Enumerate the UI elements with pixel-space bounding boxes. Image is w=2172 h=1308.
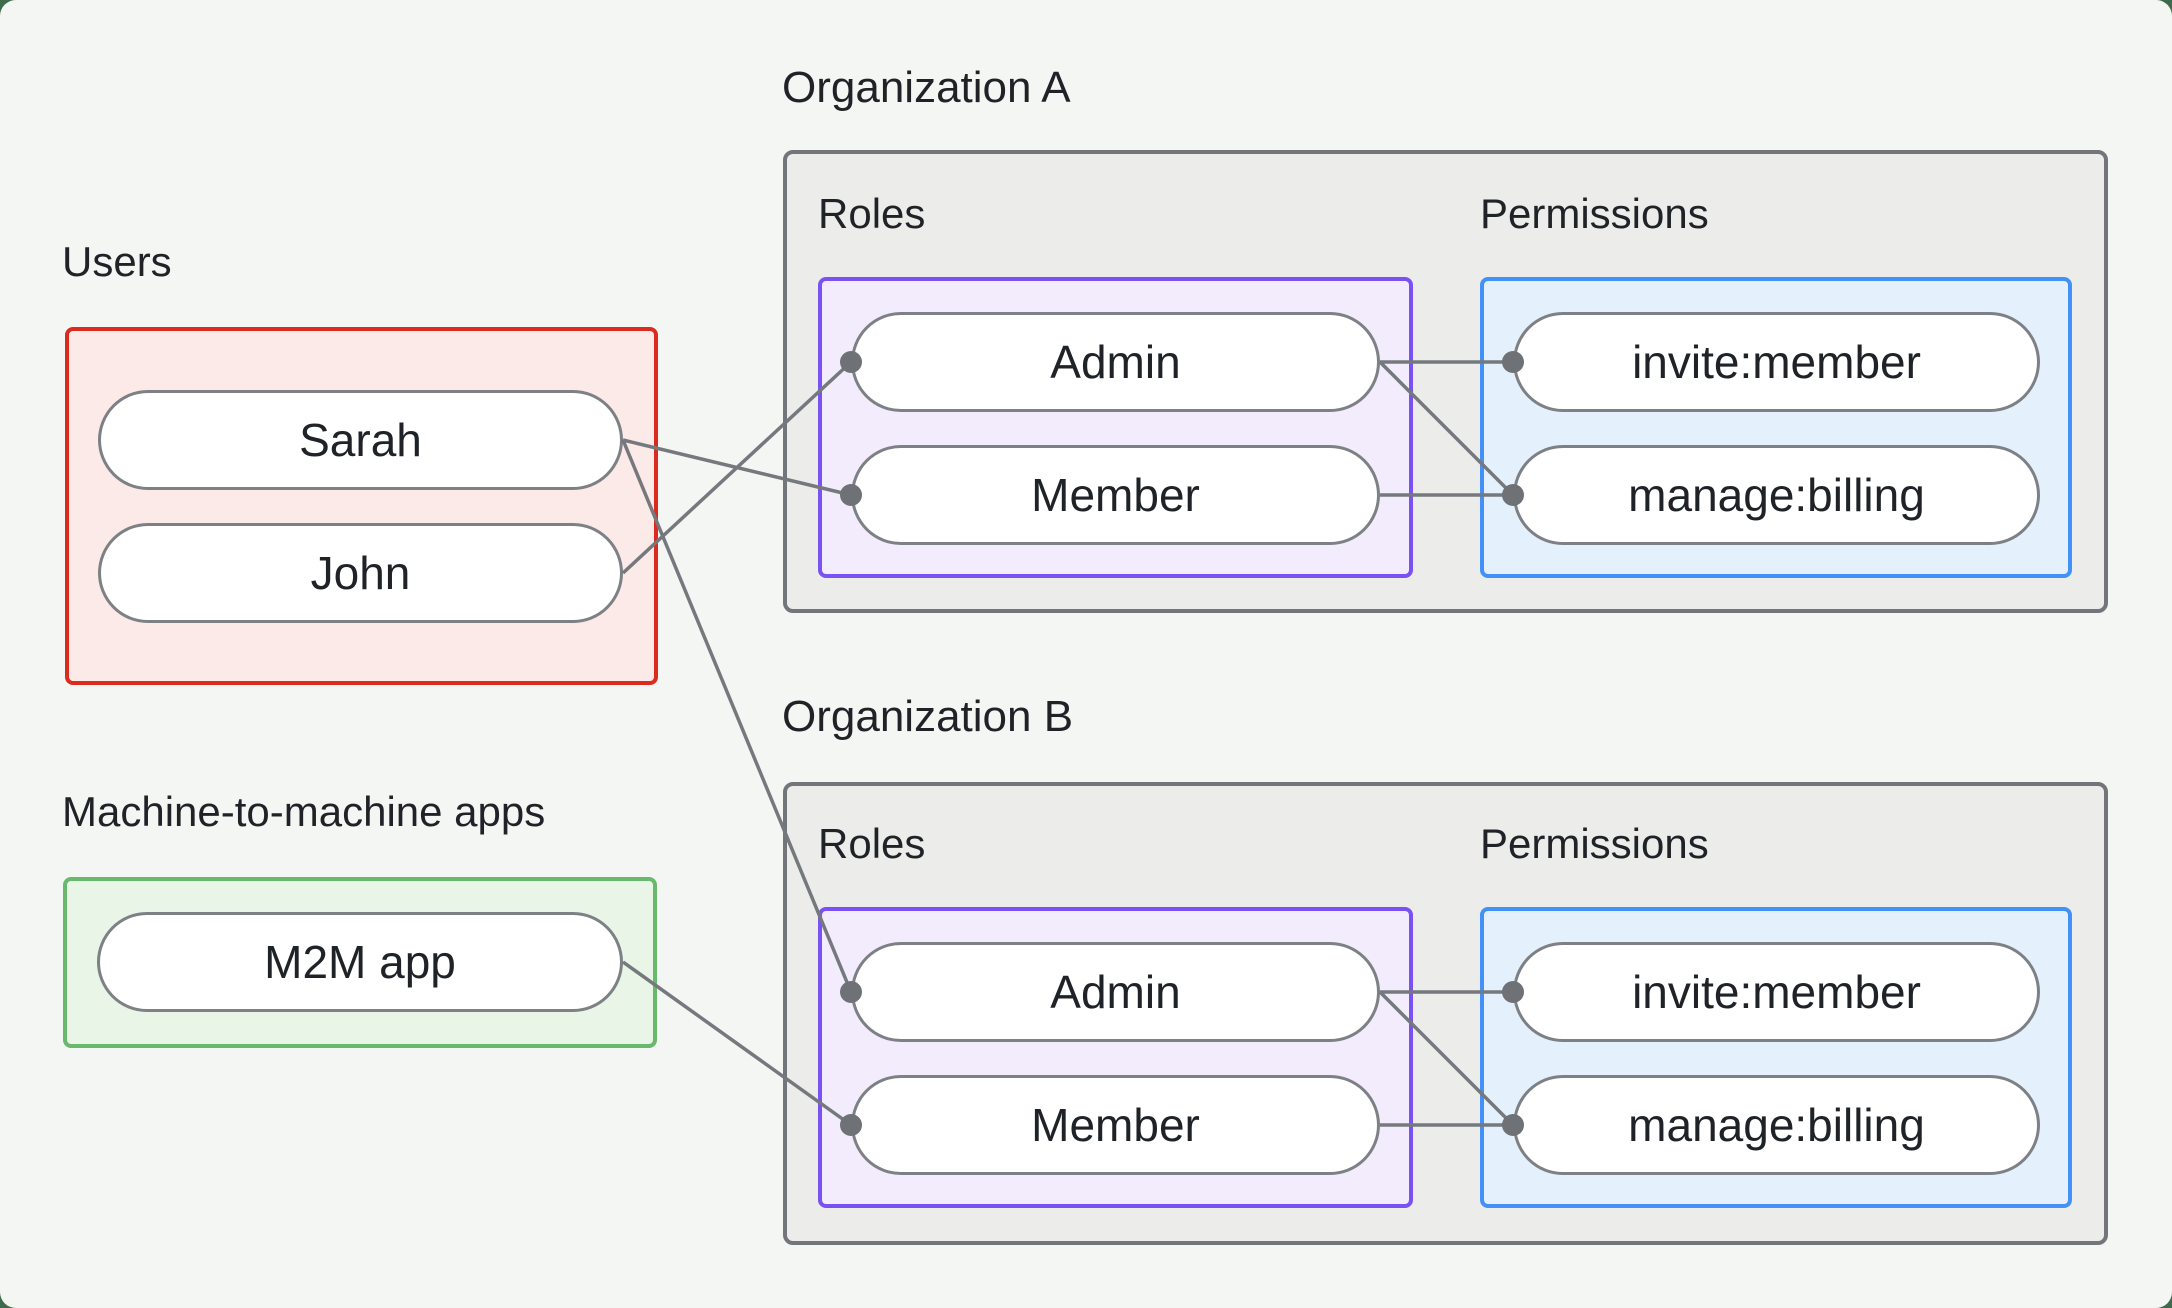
org-a-title: Organization A	[782, 63, 1071, 112]
m2m-group-label: Machine-to-machine apps	[62, 788, 546, 835]
users-group-label: Users	[62, 238, 172, 285]
org-a-permission-invite-member-label: invite:member	[1632, 336, 1921, 388]
org-b-permission-manage-billing-label: manage:billing	[1628, 1099, 1925, 1151]
org-a-role-admin: Admin	[851, 312, 1380, 412]
org-a-permission-manage-billing: manage:billing	[1513, 445, 2040, 545]
user-node-sarah: Sarah	[98, 390, 623, 490]
org-b-title: Organization B	[782, 692, 1074, 741]
org-a-roles-label: Roles	[818, 190, 926, 237]
org-a-permission-invite-member: invite:member	[1513, 312, 2040, 412]
org-b-roles-label: Roles	[818, 820, 926, 867]
org-b-permission-invite-member-label: invite:member	[1632, 966, 1921, 1018]
org-a-role-member-label: Member	[1031, 469, 1200, 521]
org-b-permissions-label: Permissions	[1480, 820, 1709, 867]
org-b-permission-invite-member: invite:member	[1513, 942, 2040, 1042]
user-node-sarah-label: Sarah	[299, 414, 422, 466]
org-a-role-member: Member	[851, 445, 1380, 545]
org-b-role-admin-label: Admin	[1050, 966, 1181, 1018]
org-b-permission-manage-billing: manage:billing	[1513, 1075, 2040, 1175]
org-b-role-admin: Admin	[851, 942, 1380, 1042]
org-a-permissions-label: Permissions	[1480, 190, 1709, 237]
org-a-permission-manage-billing-label: manage:billing	[1628, 469, 1925, 521]
m2m-app-node: M2M app	[97, 912, 623, 1012]
org-b-role-member-label: Member	[1031, 1099, 1200, 1151]
m2m-app-node-label: M2M app	[264, 936, 456, 988]
users-group-box	[65, 327, 658, 685]
user-node-john-label: John	[310, 547, 411, 599]
user-node-john: John	[98, 523, 623, 623]
org-b-role-member: Member	[851, 1075, 1380, 1175]
org-a-role-admin-label: Admin	[1050, 336, 1181, 388]
